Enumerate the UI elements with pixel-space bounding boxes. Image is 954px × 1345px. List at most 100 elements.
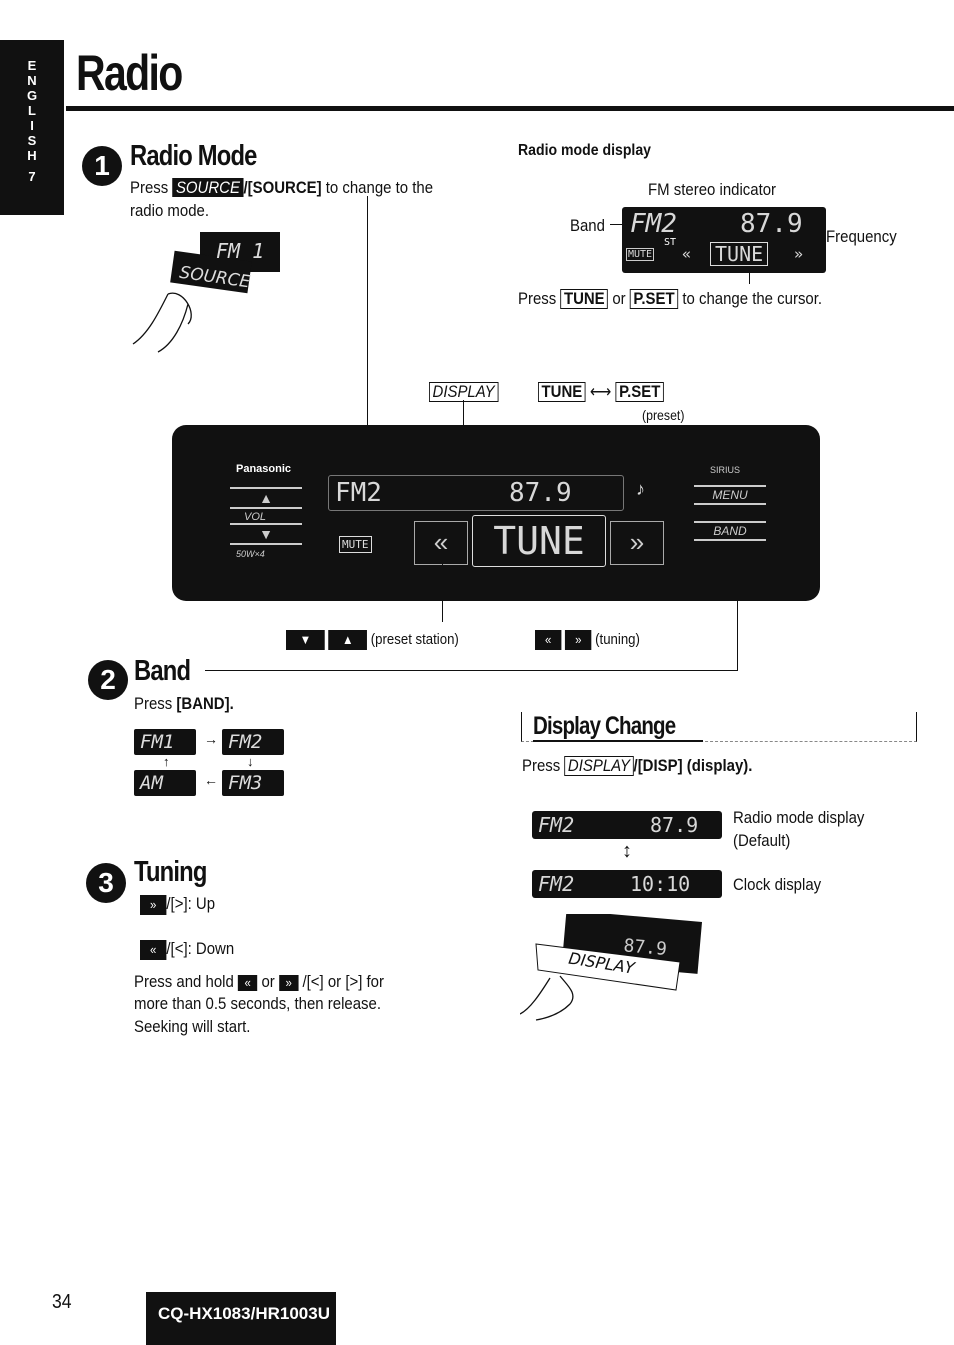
step-number-2: 2 — [88, 660, 128, 700]
lcd-st: ST — [664, 237, 677, 248]
tuning-up: »/[>]: Up — [140, 892, 215, 915]
double-arrow-icon: ⟷ — [589, 382, 612, 401]
press-text: Press — [518, 289, 557, 308]
lang-letter: S — [27, 133, 37, 148]
model-number: CQ-HX1083/HR1003U — [146, 1292, 336, 1345]
radio-mode-instruction-2: radio mode. — [130, 201, 210, 220]
lcd-band: FM2 — [630, 209, 677, 239]
source-key: SOURCE — [172, 178, 244, 197]
tuning-heading: Tuning — [134, 856, 207, 888]
forward-key-icon: » — [140, 894, 167, 915]
band-chip-fm1: FM1 — [134, 729, 196, 755]
band-chip-fm3: FM3 — [222, 770, 284, 796]
pset-key: P.SET — [629, 289, 679, 309]
press-text: Press — [522, 756, 565, 775]
band-heading: Band — [134, 655, 191, 687]
faceplate-band: FM2 — [335, 478, 382, 508]
hand-icon — [132, 292, 192, 353]
source-button-ref: /[SOURCE] — [243, 178, 322, 197]
clock-lcd-time: 10:10 — [630, 872, 691, 896]
arrow-right-icon: → — [204, 731, 218, 747]
source-leader — [367, 196, 368, 476]
preset-station-label: (preset station) — [370, 631, 459, 648]
source-press-illustration: FM 1 SOURCE — [132, 232, 280, 353]
lang-letter: L — [28, 103, 36, 118]
lang-letter: H — [27, 148, 37, 163]
lang-letter: N — [27, 73, 37, 88]
illus-display-button — [535, 943, 681, 991]
preset-down-icon: ▼ — [286, 630, 325, 651]
rewind-key-icon: « — [237, 974, 258, 991]
cursor-leader — [749, 272, 750, 284]
title-rule — [66, 106, 954, 111]
tuning-down-text: /[<]: Down — [166, 939, 235, 958]
forward-key-icon: » — [565, 630, 592, 651]
or-text: or — [612, 289, 626, 308]
band-leader-horizontal — [205, 670, 738, 671]
lcd-tune: TUNE — [710, 242, 769, 266]
preset-station-keys: ▼ ▲ (preset station) — [286, 628, 459, 651]
tuning-hold-line-1: Press and hold « or » /[<] or [>] for — [134, 970, 384, 993]
mode-display-lcd: FM2 87.9 MUTE ST « TUNE » — [622, 207, 826, 273]
lcd-rewind-icon: « — [682, 245, 692, 263]
seek-up-button[interactable]: » — [610, 521, 664, 565]
tuning-down: «/[<]: Down — [140, 937, 234, 960]
illus-lcd-text: FM 1 — [216, 239, 264, 263]
faceplate-lcd: FM2 87.9 — [328, 475, 624, 511]
seek-down-button[interactable]: « — [414, 521, 468, 565]
radio-display-label: Radio mode display — [733, 808, 865, 827]
rewind-key-icon: « — [535, 630, 562, 651]
band-key: [BAND]. — [176, 694, 234, 713]
faceplate-mute: MUTE — [339, 536, 372, 553]
tune-key: TUNE — [560, 289, 609, 309]
fm-stereo-label: FM stereo indicator — [648, 180, 777, 199]
arrow-down-icon: ↓ — [247, 754, 254, 769]
vol-down-button[interactable]: ▼ — [230, 523, 302, 545]
music-note-icon: ♪ — [636, 479, 645, 499]
radio-mode-instruction: Press SOURCE/[SOURCE] to change to the — [130, 176, 433, 199]
display-change-frame — [521, 712, 917, 742]
lang-letter: E — [27, 58, 37, 73]
vol-label: VOL — [244, 511, 267, 523]
tuning-hold-line-2: more than 0.5 seconds, then release. — [134, 994, 382, 1013]
illus-source-button — [170, 250, 252, 294]
press-text: Press — [134, 694, 177, 713]
band-button[interactable]: BAND — [694, 521, 766, 541]
hold-text: Press and hold — [134, 972, 234, 991]
lcd-mute: MUTE — [626, 248, 655, 261]
mode-display-heading: Radio mode display — [518, 142, 652, 159]
step-number-3: 3 — [86, 863, 126, 903]
sirius-logo: SIRIUS — [710, 465, 741, 475]
vol-up-button[interactable]: ▲ — [230, 487, 302, 509]
band-chip-fm2: FM2 — [222, 729, 284, 755]
preset-up-icon: ▲ — [328, 630, 368, 651]
or-text: or — [261, 972, 275, 991]
display-change-underline — [533, 740, 703, 742]
forward-key-icon: » — [278, 974, 299, 991]
hold-text-2: /[<] or [>] for — [302, 972, 384, 991]
rewind-key-icon: « — [140, 939, 167, 960]
lcd-forward-icon: » — [794, 245, 804, 263]
brand-logo: Panasonic — [236, 463, 292, 475]
tune-key: TUNE — [538, 382, 586, 402]
tuning-up-text: /[>]: Up — [166, 894, 216, 913]
cursor-instruction: Press TUNE or P.SET to change the cursor… — [518, 287, 822, 310]
frequency-label: Frequency — [826, 227, 897, 246]
chapter-number: 7 — [28, 169, 36, 184]
menu-button[interactable]: MENU — [694, 485, 766, 505]
cursor-text: to change the cursor. — [682, 289, 823, 308]
clock-lcd-band: FM2 — [538, 872, 575, 896]
band-leader — [610, 224, 624, 225]
band-label: Band — [570, 216, 605, 235]
lang-letter: I — [30, 118, 34, 133]
band-chip-am: AM — [134, 770, 196, 796]
radio-lcd-freq: 87.9 — [650, 813, 699, 837]
tuning-keys: « » (tuning) — [535, 628, 640, 651]
illus-lcd-text: 87.9 — [623, 935, 668, 960]
press-text: Press — [130, 178, 169, 197]
arrow-up-icon: ↑ — [163, 754, 170, 769]
display-change-heading: Display Change — [533, 712, 676, 740]
clock-display-lcd: FM2 10:10 — [532, 870, 722, 898]
lcd-frequency: 87.9 — [740, 209, 803, 239]
display-press-illustration: 87.9 DISPLAY — [520, 914, 703, 1021]
